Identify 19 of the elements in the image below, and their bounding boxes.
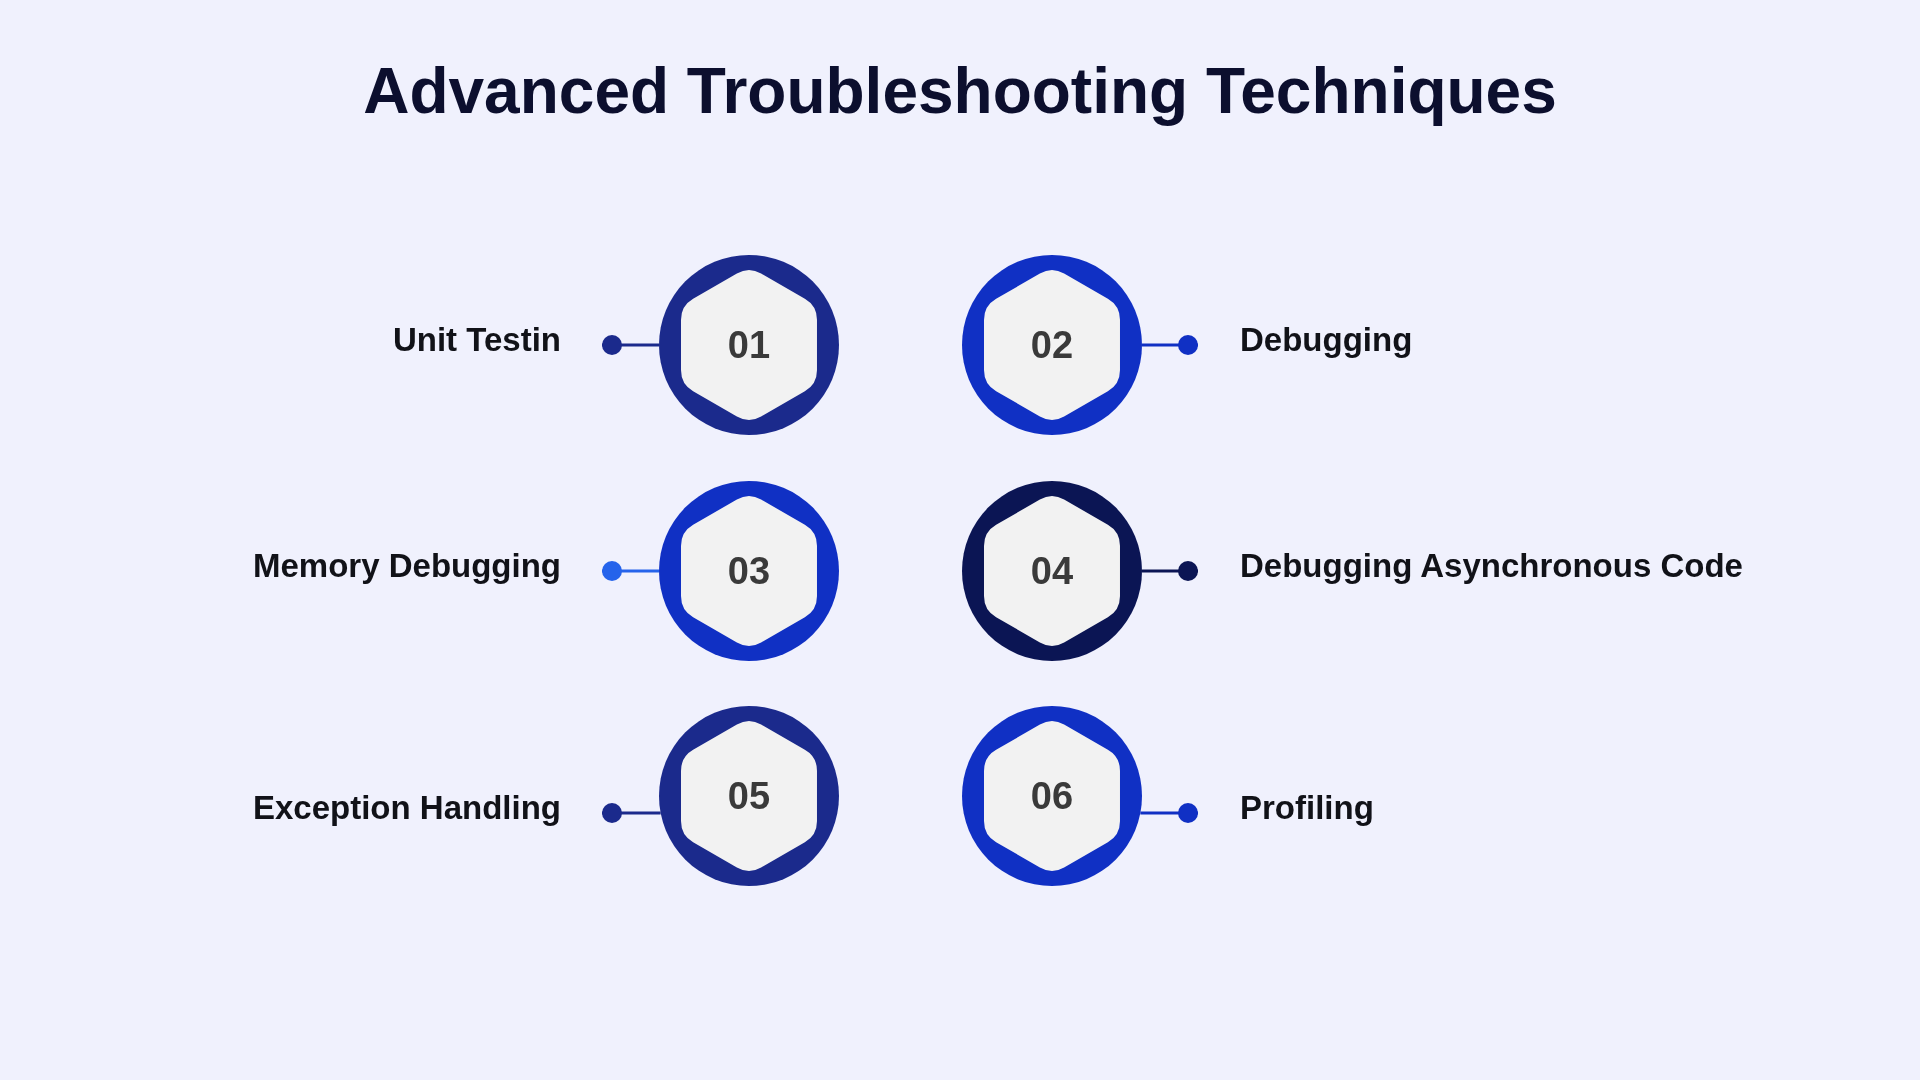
step-number: 02 <box>1030 326 1074 364</box>
leader-line <box>602 561 659 581</box>
technique-label: Profiling <box>1240 789 1374 827</box>
leader-line <box>1142 561 1198 581</box>
leader-line <box>602 335 659 355</box>
step-number: 05 <box>727 777 771 815</box>
technique-label: Exception Handling <box>252 789 561 827</box>
technique-label: Debugging Asynchronous Code <box>1240 547 1743 585</box>
leader-line <box>1140 803 1198 823</box>
step-number: 06 <box>1030 777 1074 815</box>
step-number: 03 <box>727 552 771 590</box>
title: Advanced Troubleshooting Techniques <box>363 55 1557 129</box>
leader-line <box>1142 335 1198 355</box>
technique-label: Memory Debugging <box>253 547 561 585</box>
step-number: 01 <box>727 326 771 364</box>
technique-label: Unit Testin <box>392 321 561 359</box>
step-number: 04 <box>1030 552 1074 590</box>
leader-line <box>602 803 661 823</box>
technique-label: Debugging <box>1240 321 1413 359</box>
